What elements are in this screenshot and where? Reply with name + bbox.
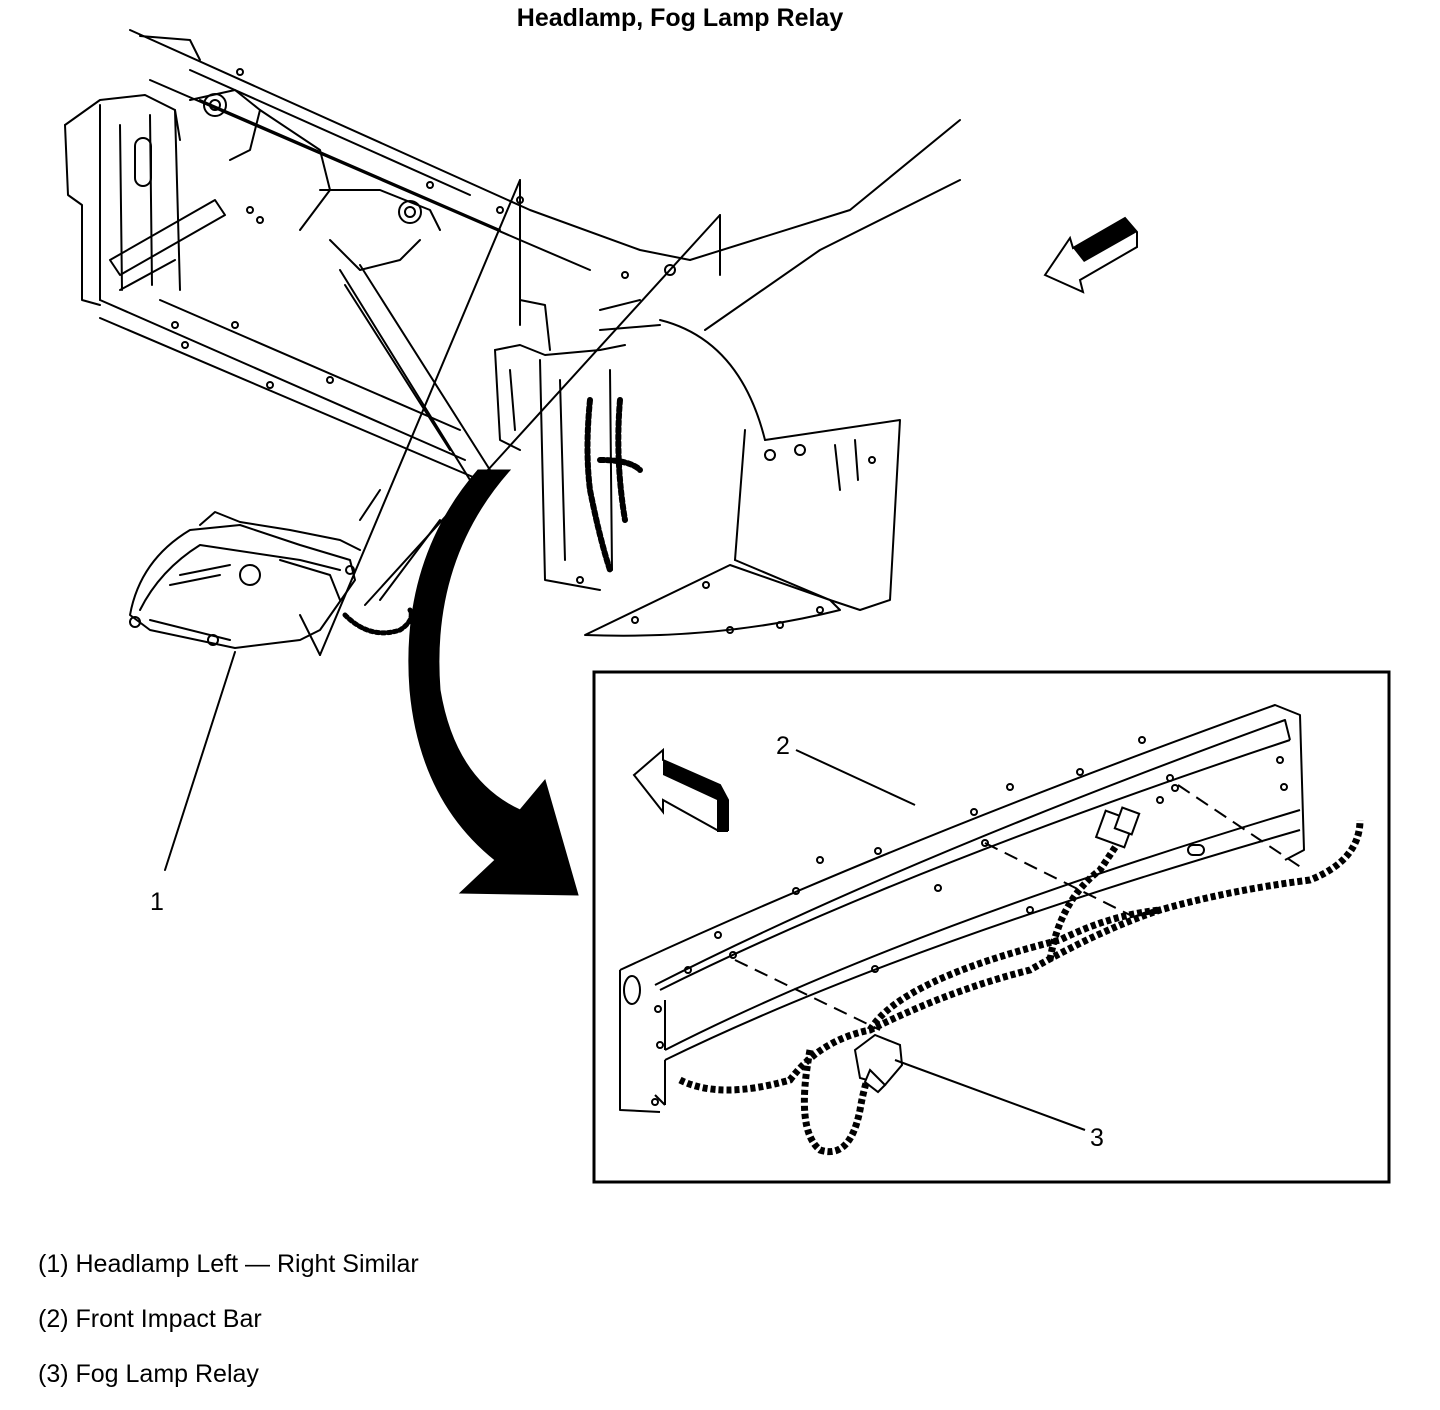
curved-arrow-icon (408, 469, 579, 896)
inset-detail-box (592, 670, 1391, 1184)
legend-item-headlamp: (1) Headlamp Left — Right Similar (38, 1250, 419, 1278)
callout-3-leader (894, 1059, 1086, 1131)
front-impact-bar (619, 704, 1305, 1113)
fog-lamp-relay (853, 1033, 904, 1094)
direction-arrow-icon (1043, 216, 1138, 294)
legend-item-fog-lamp-relay: (3) Fog Lamp Relay (38, 1360, 259, 1388)
radiator-support-frame (64, 29, 691, 481)
callout-1-leader (164, 651, 236, 871)
headlamp-mount-bracket (494, 299, 661, 591)
diagram-title: Headlamp, Fog Lamp Relay (516, 4, 844, 32)
callout-2-number: 2 (776, 732, 790, 760)
callout-2-leader (795, 749, 916, 806)
wiring-harness (678, 819, 1364, 1155)
legend: (1) Headlamp Left — Right Similar (2) Fr… (38, 1245, 419, 1410)
fender-wheelhouse (584, 119, 961, 637)
callout-1-number: 1 (150, 888, 164, 916)
headlamp (129, 511, 414, 649)
direction-arrow-icon (632, 747, 729, 832)
leader-lines-inset (734, 749, 1306, 1131)
legend-item-front-impact-bar: (2) Front Impact Bar (38, 1305, 262, 1333)
leader-lines-main (299, 179, 721, 656)
callout-3-number: 3 (1090, 1124, 1104, 1152)
harness-connector (1094, 806, 1141, 849)
